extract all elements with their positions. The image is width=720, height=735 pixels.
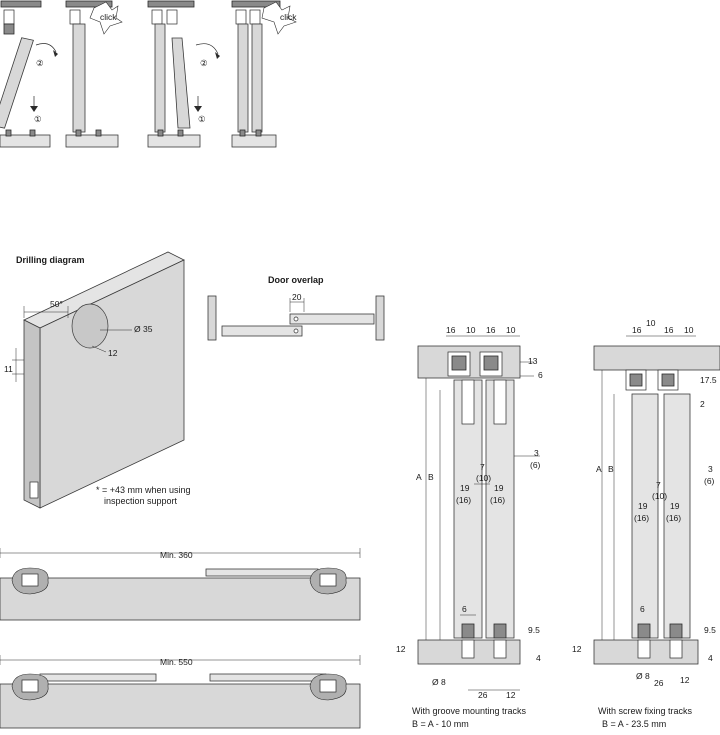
svg-text:7: 7 xyxy=(656,480,661,490)
step-1-marker: ① xyxy=(34,114,42,124)
svg-text:(10): (10) xyxy=(476,473,491,483)
svg-text:16: 16 xyxy=(664,325,674,335)
hinge-bore xyxy=(71,303,109,349)
svg-text:B: B xyxy=(608,464,614,474)
svg-text:19: 19 xyxy=(494,483,504,493)
drilling-note-2: inspection support xyxy=(104,496,178,506)
angle-label: 50° xyxy=(50,299,63,309)
svg-text:9.5: 9.5 xyxy=(704,625,716,635)
svg-text:7: 7 xyxy=(480,462,485,472)
svg-text:10: 10 xyxy=(684,325,694,335)
svg-text:10: 10 xyxy=(466,325,476,335)
svg-text:26: 26 xyxy=(478,690,488,700)
svg-text:16: 16 xyxy=(486,325,496,335)
screw-caption: With screw fixing tracks xyxy=(598,706,693,716)
svg-text:3: 3 xyxy=(708,464,713,474)
drilling-note-1: * = +43 mm when using xyxy=(96,485,191,495)
svg-text:(16): (16) xyxy=(634,513,649,523)
svg-text:6: 6 xyxy=(538,370,543,380)
svg-text:12: 12 xyxy=(506,690,516,700)
edge-label: 11 xyxy=(4,364,13,374)
screw-section: 16 10 16 10 17.5 2 A B 3 (6) 7 (10) 19 (… xyxy=(572,318,720,729)
install-step-2: click xyxy=(65,0,123,148)
svg-text:(6): (6) xyxy=(530,460,541,470)
click-burst-icon-b xyxy=(261,1,297,35)
svg-text:10: 10 xyxy=(506,325,516,335)
svg-text:12: 12 xyxy=(396,644,406,654)
install-step-1: ② ① xyxy=(0,0,58,148)
click-burst-icon xyxy=(89,1,123,35)
svg-text:4: 4 xyxy=(708,653,713,663)
step-1-marker-b: ① xyxy=(198,114,206,124)
svg-text:17.5: 17.5 xyxy=(700,375,717,385)
svg-text:12: 12 xyxy=(680,675,690,685)
click-label-b: click xyxy=(280,12,297,22)
svg-text:6: 6 xyxy=(462,604,467,614)
groove-caption: With groove mounting tracks xyxy=(412,706,527,716)
svg-text:3: 3 xyxy=(534,448,539,458)
svg-text:A: A xyxy=(416,472,422,482)
step-2-marker-b: ② xyxy=(200,58,208,68)
svg-text:19: 19 xyxy=(670,501,680,511)
step-2-marker: ② xyxy=(36,58,44,68)
svg-text:16: 16 xyxy=(632,325,642,335)
svg-text:(16): (16) xyxy=(666,513,681,523)
svg-text:4: 4 xyxy=(536,653,541,663)
min-360-assembly: Min. 360 xyxy=(0,548,361,621)
min-550-label: Min. 550 xyxy=(160,657,193,667)
svg-text:(16): (16) xyxy=(456,495,471,505)
svg-text:16: 16 xyxy=(446,325,456,335)
groove-formula: B = A - 10 mm xyxy=(412,719,469,729)
svg-text:19: 19 xyxy=(638,501,648,511)
min-550-assembly: Min. 550 xyxy=(0,655,361,729)
diameter-label: Ø 35 xyxy=(134,324,153,334)
svg-text:26: 26 xyxy=(654,678,664,688)
svg-text:(6): (6) xyxy=(704,476,715,486)
svg-text:Ø 8: Ø 8 xyxy=(636,671,650,681)
svg-text:A: A xyxy=(596,464,602,474)
svg-text:13: 13 xyxy=(528,356,538,366)
svg-text:9.5: 9.5 xyxy=(528,625,540,635)
svg-text:2: 2 xyxy=(700,399,705,409)
svg-text:(10): (10) xyxy=(652,491,667,501)
click-label: click xyxy=(100,12,117,22)
svg-text:6: 6 xyxy=(640,604,645,614)
depth-label: 12 xyxy=(108,348,118,358)
install-step-4: click xyxy=(231,0,297,148)
svg-text:B: B xyxy=(428,472,434,482)
groove-section: 16 10 16 10 13 6 A B 3 (6) 7 (10) 19 (16… xyxy=(396,325,543,729)
svg-text:Ø 8: Ø 8 xyxy=(432,677,446,687)
drilling-title: Drilling diagram xyxy=(16,255,85,265)
overlap-value: 20 xyxy=(292,292,302,302)
door-overlap: Door overlap 20 xyxy=(207,275,385,341)
svg-text:12: 12 xyxy=(572,644,582,654)
svg-text:10: 10 xyxy=(646,318,656,328)
install-step-3: ② ① xyxy=(147,0,220,148)
svg-text:(16): (16) xyxy=(490,495,505,505)
svg-text:19: 19 xyxy=(460,483,470,493)
screw-formula: B = A - 23.5 mm xyxy=(602,719,666,729)
min-360-label: Min. 360 xyxy=(160,550,193,560)
drilling-diagram: Drilling diagram 50° Ø 35 12 11 * = +43 … xyxy=(4,251,191,509)
overlap-title: Door overlap xyxy=(268,275,324,285)
